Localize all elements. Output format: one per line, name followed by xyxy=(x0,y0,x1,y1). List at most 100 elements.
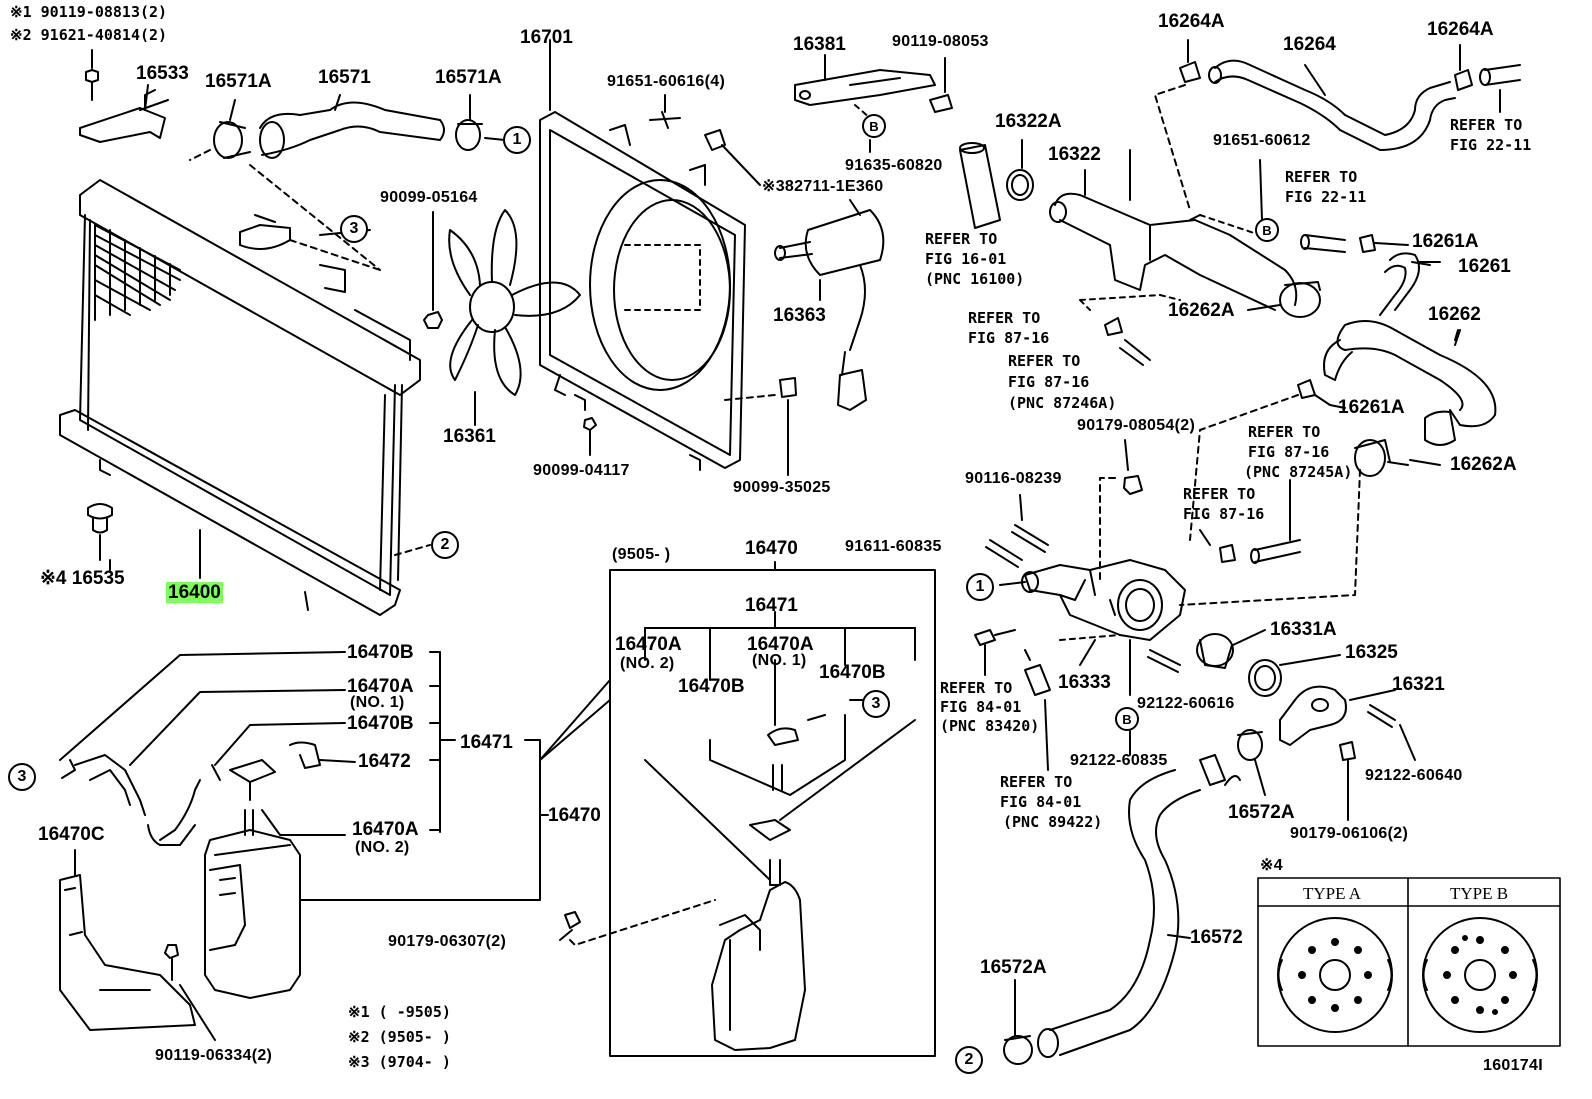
clamp-16262A-mid-drawing xyxy=(1354,439,1409,477)
label-16261A-top: 16261A xyxy=(1412,231,1479,252)
type-box-frame xyxy=(1257,877,1561,1047)
ref-16-01-line2: FIG 16-01 xyxy=(925,250,1007,268)
ref-87-16-d-line2: FIG 87-16 xyxy=(1183,505,1265,523)
type-b-cap-drawing xyxy=(1422,917,1538,1033)
water-inlet-housing-drawing xyxy=(999,559,1186,666)
clamp-16262A-top-drawing xyxy=(1247,281,1321,318)
label-16470B-left-2: 16470B xyxy=(347,713,414,734)
hose-16572-drawing xyxy=(1037,754,1241,1058)
label-16533: 16533 xyxy=(136,63,189,84)
footnote-3: ※3 (9704- ) xyxy=(348,1053,451,1071)
ref-16-01-line3: (PNC 16100) xyxy=(925,270,1025,288)
ref-87-16-c-line1: REFER TO xyxy=(1248,423,1321,441)
nut-90179-08054-drawing xyxy=(1123,439,1143,495)
label-16264A-right: 16264A xyxy=(1427,19,1494,40)
label-16325: 16325 xyxy=(1345,642,1398,663)
outlet-16322-drawing xyxy=(1049,169,1298,311)
stud-92122-60640-drawing xyxy=(1367,704,1416,761)
callout-3-radiator: 3 xyxy=(340,215,368,243)
reservoir-tank-drawing xyxy=(204,759,301,999)
callout-b-outlet: B xyxy=(1255,218,1279,242)
bolt-90119-06334-drawing xyxy=(164,944,216,1041)
hose-ref-87-16-drawing xyxy=(1104,317,1301,564)
bolt-90099-04117-drawing xyxy=(583,417,597,456)
fan-blade-drawing xyxy=(448,209,581,396)
label-16261: 16261 xyxy=(1458,256,1511,277)
label-16572A-right: 16572A xyxy=(1228,802,1295,823)
ref-84-01-a-line1: REFER TO xyxy=(940,679,1013,697)
callout-1-hose: 1 xyxy=(503,126,531,154)
clamp-16572A-b-drawing xyxy=(1003,979,1033,1065)
gasket-16325-drawing xyxy=(1248,654,1341,697)
label-16701: 16701 xyxy=(520,27,573,48)
label-16470-top: 16470 xyxy=(745,538,798,559)
label-16572: 16572 xyxy=(1190,927,1243,948)
bracket-16470C-drawing xyxy=(59,849,196,1031)
ref-22-11-a-line1: REFER TO xyxy=(1450,116,1523,134)
label-16331A: 16331A xyxy=(1270,619,1337,640)
clip-82711-drawing xyxy=(704,129,761,186)
ref-87-16-b-line2: FIG 87-16 xyxy=(1008,373,1090,391)
label-92122-60640: 92122-60640 xyxy=(1365,767,1463,784)
type-a-cap-drawing xyxy=(1277,917,1393,1033)
label-16470A-no1-inset-sub: (NO. 1) xyxy=(752,652,807,669)
label-16400: 16400 xyxy=(166,582,223,603)
stud-92122-60616-drawing xyxy=(1129,639,1181,696)
label-16535: ※4 16535 xyxy=(40,568,125,589)
label-16262A-top: 16262A xyxy=(1168,300,1235,321)
nut-90179-06106-drawing xyxy=(1339,741,1356,821)
label-91611-60835: 91611-60835 xyxy=(845,538,942,555)
label-16322: 16322 xyxy=(1048,144,1101,165)
label-16262: 16262 xyxy=(1428,304,1481,325)
callout-2-radiator: 2 xyxy=(431,531,459,559)
bolt-90119-drawing xyxy=(85,49,99,101)
hose-16264-drawing xyxy=(1208,59,1456,151)
pipe-ref-16-01-drawing xyxy=(959,142,1001,229)
label-90179-06307: 90179-06307(2) xyxy=(388,933,507,950)
hose-16262-drawing xyxy=(1323,320,1497,446)
callout-1-housing: 1 xyxy=(966,573,994,601)
clamp-16571A-drawing xyxy=(455,119,483,151)
label-16381: 16381 xyxy=(793,34,846,55)
label-90099-04117: 90099-04117 xyxy=(533,462,630,479)
reservoir-inset-frame xyxy=(609,561,936,1057)
label-90116-08239: 90116-08239 xyxy=(965,470,1062,487)
ref-87-16-c-line3: (PNC 87245A) xyxy=(1244,463,1353,481)
ref-84-01-a-line3: (PNC 83420) xyxy=(940,717,1040,735)
label-16322A: 16322A xyxy=(995,111,1062,132)
header-note-2: ※2 91621-40814(2) xyxy=(10,26,168,44)
ref-87-16-a-line1: REFER TO xyxy=(968,309,1041,327)
label-16470A-left-2-sub: (NO. 2) xyxy=(355,839,410,856)
sensor-ref-84-01-b-drawing xyxy=(1024,649,1051,771)
label-16471-top: 16471 xyxy=(745,595,798,616)
ref-22-11-b-line2: FIG 22-11 xyxy=(1285,188,1367,206)
header-note-1: ※1 90119-08813(2) xyxy=(10,3,168,21)
label-16264A-left: 16264A xyxy=(1158,11,1225,32)
clamp-16261A-mid-drawing xyxy=(1297,379,1331,406)
ref-22-11-b-line1: REFER TO xyxy=(1285,168,1358,186)
inlet-16321-drawing xyxy=(1279,685,1396,746)
callout-b-bracket: B xyxy=(862,114,886,138)
label-90179-06106: 90179-06106(2) xyxy=(1290,825,1409,842)
ref-87-16-c-line2: FIG 87-16 xyxy=(1248,443,1330,461)
label-82711-1E360: ※382711-1E360 xyxy=(762,178,884,195)
fan-motor-drawing xyxy=(774,199,885,411)
clamp-16264A-drawing xyxy=(1179,39,1473,91)
label-16470B-left-1: 16470B xyxy=(347,642,414,663)
label-16264: 16264 xyxy=(1283,34,1336,55)
left-callout-tree xyxy=(59,651,549,901)
label-16571: 16571 xyxy=(318,67,371,88)
callout-b-housing: B xyxy=(1115,707,1139,731)
ref-87-16-a-line2: FIG 87-16 xyxy=(968,329,1050,347)
ref-84-01-b-line2: FIG 84-01 xyxy=(1000,793,1082,811)
label-16470A-no1-inset: 16470A xyxy=(747,634,814,655)
ref-84-01-b-line1: REFER TO xyxy=(1000,773,1073,791)
label-16361: 16361 xyxy=(443,426,496,447)
inset-pointer xyxy=(539,679,611,761)
label-16321: 16321 xyxy=(1392,674,1445,695)
label-16571A-left: 16571A xyxy=(205,71,272,92)
ref-87-16-d-line1: REFER TO xyxy=(1183,485,1256,503)
label-90099-05164: 90099-05164 xyxy=(380,189,478,206)
callout-3-left: 3 xyxy=(8,763,36,791)
label-91651-60616: 91651-60616(4) xyxy=(607,73,726,90)
